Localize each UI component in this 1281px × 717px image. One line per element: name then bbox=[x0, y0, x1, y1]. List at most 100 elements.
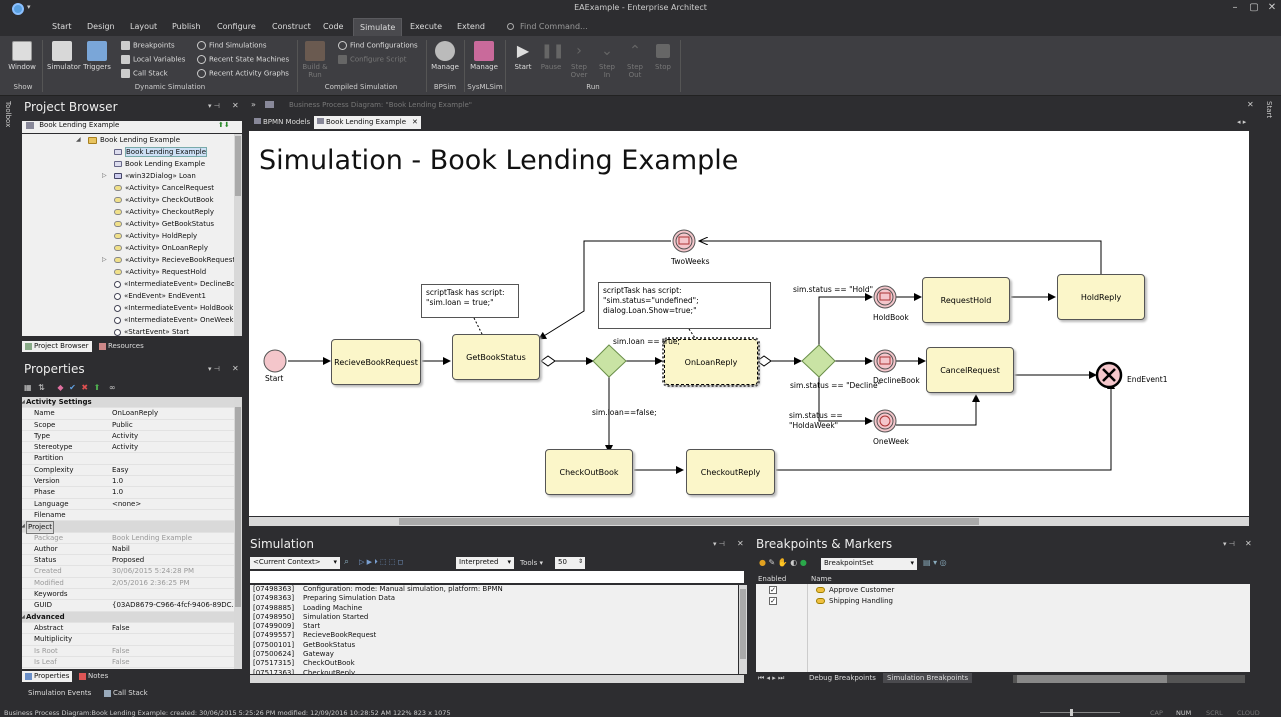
tab-debug-breakpoints[interactable]: Debug Breakpoints bbox=[809, 674, 876, 682]
configure-script-button[interactable]: Configure Script bbox=[338, 55, 406, 69]
property-row[interactable]: GUID{03AD8679-C966-4fcf-9406-89DC... bbox=[22, 600, 234, 612]
collapse-icon[interactable]: ◢ bbox=[76, 136, 81, 143]
properties-scrollbar[interactable] bbox=[234, 397, 242, 669]
bp-tab-nav-icon[interactable]: ⏮ ◂ ▸ ⏭ bbox=[758, 674, 785, 682]
property-row[interactable]: Language<none> bbox=[22, 499, 234, 510]
tree-item[interactable]: «Activity» GetBookStatus bbox=[22, 218, 234, 230]
call-stack-button[interactable]: Call Stack bbox=[121, 69, 168, 83]
menu-construct[interactable]: Construct bbox=[272, 22, 311, 31]
tree-item[interactable]: «StartEvent» Start bbox=[22, 326, 234, 336]
menu-execute[interactable]: Execute bbox=[410, 22, 442, 31]
tab-simulation-events[interactable]: Simulation Events bbox=[28, 689, 92, 697]
tree-item[interactable]: «IntermediateEvent» OneWeek bbox=[22, 314, 234, 326]
property-row[interactable]: Partition bbox=[22, 453, 234, 465]
gateway-loan[interactable] bbox=[592, 344, 627, 378]
toolbox-label[interactable]: Toolbox bbox=[4, 101, 12, 128]
pin-icon[interactable]: ▾ ⊣ bbox=[713, 540, 725, 548]
dropdown-icon[interactable]: ▾ bbox=[27, 3, 31, 11]
collapse-icon[interactable]: ◢ bbox=[22, 523, 25, 530]
tab-simulation-breakpoints[interactable]: Simulation Breakpoints bbox=[883, 673, 973, 683]
activity-checkoutreply[interactable]: CheckoutReply bbox=[686, 449, 775, 495]
menu-design[interactable]: Design bbox=[87, 22, 115, 31]
breakpoints-button[interactable]: Breakpoints bbox=[121, 41, 175, 55]
property-section[interactable]: ◢Activity Settings bbox=[22, 397, 234, 409]
menu-code[interactable]: Code bbox=[323, 22, 344, 31]
sysmlsim-manage-button[interactable]: Manage bbox=[469, 41, 499, 71]
property-value[interactable]: Proposed bbox=[112, 556, 145, 565]
log-hscrollbar[interactable] bbox=[250, 675, 744, 683]
property-value[interactable]: Activity bbox=[112, 443, 139, 452]
bpsim-manage-button[interactable]: Manage bbox=[430, 41, 460, 71]
run-start-button[interactable]: ▶ Start bbox=[514, 41, 532, 71]
stop-button[interactable]: Stop bbox=[648, 41, 678, 71]
bp-hscrollbar[interactable] bbox=[1013, 675, 1245, 683]
pause-button[interactable]: ❚❚ Pause bbox=[540, 43, 565, 71]
step-out-button[interactable]: ⌃ Step Out bbox=[620, 41, 650, 79]
property-value[interactable]: False bbox=[112, 657, 130, 666]
property-value[interactable]: Nabil bbox=[112, 544, 130, 553]
app-menu-icon[interactable] bbox=[12, 3, 24, 15]
tree-item[interactable]: «Activity» CheckOutBook bbox=[22, 194, 234, 206]
pin-icon[interactable]: ▾ ⊣ bbox=[208, 102, 220, 110]
activity-onloanreply[interactable]: OnLoanReply bbox=[662, 337, 760, 387]
collapse-icon[interactable]: ◢ bbox=[22, 613, 25, 620]
recent-state-machines-button[interactable]: Recent State Machines bbox=[197, 55, 289, 69]
property-value[interactable]: <none> bbox=[112, 499, 142, 508]
start-event[interactable] bbox=[263, 349, 287, 373]
mode-select[interactable]: Interpreted▾ bbox=[456, 557, 514, 569]
tree-item[interactable]: ▷«Activity» RecieveBookRequest bbox=[22, 254, 234, 266]
tree-item[interactable]: «IntermediateEvent» DeclineBook bbox=[22, 278, 234, 290]
close-icon[interactable]: ✕ bbox=[1247, 100, 1254, 109]
tab-bpmn-models[interactable]: BPMN Models bbox=[251, 116, 313, 129]
property-value[interactable]: Book Lending Example bbox=[112, 533, 193, 542]
property-value[interactable]: Public bbox=[112, 420, 133, 429]
simulator-button[interactable]: Simulator bbox=[47, 41, 81, 71]
diagram-canvas[interactable]: Simulation - Book Lending Example bbox=[249, 131, 1249, 516]
tag-icon[interactable]: ◆ bbox=[57, 383, 64, 392]
tools-menu[interactable]: Tools ▾ bbox=[520, 559, 543, 567]
close-icon[interactable]: ✕ bbox=[232, 364, 239, 373]
window-button[interactable]: Window bbox=[7, 41, 37, 71]
activity-recievebookrequest[interactable]: RecieveBookRequest bbox=[331, 339, 421, 385]
tab-notes[interactable]: Notes bbox=[76, 671, 111, 682]
property-row[interactable]: Filename bbox=[22, 510, 234, 522]
menu-start[interactable]: Start bbox=[52, 22, 72, 31]
tab-close-icon[interactable]: ✕ bbox=[412, 118, 418, 126]
search-icon[interactable]: ⌕ bbox=[344, 557, 350, 567]
sim-input-strip[interactable] bbox=[250, 571, 744, 583]
tree-item[interactable]: «IntermediateEvent» HoldBook bbox=[22, 302, 234, 314]
activity-requesthold[interactable]: RequestHold bbox=[922, 277, 1010, 323]
property-section[interactable]: ◢Project bbox=[22, 521, 234, 535]
bp-enable-icon[interactable]: ◐ bbox=[790, 558, 798, 567]
tree-item[interactable]: «EndEvent» EndEvent1 bbox=[22, 290, 234, 302]
breakpoint-checkbox[interactable]: ✓ bbox=[769, 597, 777, 605]
pin-icon[interactable]: ▾ ⊣ bbox=[208, 365, 220, 373]
menu-layout[interactable]: Layout bbox=[130, 22, 158, 31]
pin-icon[interactable]: ▾ ⊣ bbox=[1223, 540, 1235, 548]
tree-item[interactable]: Book Lending Example bbox=[22, 158, 234, 170]
link-icon[interactable]: ∞ bbox=[108, 383, 116, 392]
log-scrollbar[interactable] bbox=[739, 585, 747, 674]
tab-project-browser[interactable]: Project Browser bbox=[22, 341, 92, 352]
menu-publish[interactable]: Publish bbox=[172, 22, 201, 31]
tree-item[interactable]: «Activity» CancelRequest bbox=[22, 182, 234, 194]
bp-disable-icon[interactable]: ✋ bbox=[777, 558, 788, 567]
tab-properties[interactable]: Properties bbox=[22, 671, 73, 682]
menu-extend[interactable]: Extend bbox=[457, 22, 485, 31]
categorize-icon[interactable]: ▦ bbox=[24, 383, 32, 392]
tab-book-lending-example[interactable]: Book Lending Example✕ bbox=[314, 116, 421, 129]
speed-stepper[interactable]: 50⇕ bbox=[555, 557, 585, 569]
activity-getbookstatus[interactable]: GetBookStatus bbox=[452, 334, 540, 380]
build-run-button[interactable]: Build & Run bbox=[300, 41, 330, 79]
close-icon[interactable]: ✕ bbox=[232, 101, 239, 110]
up-icon[interactable]: ⬆ bbox=[93, 383, 101, 392]
